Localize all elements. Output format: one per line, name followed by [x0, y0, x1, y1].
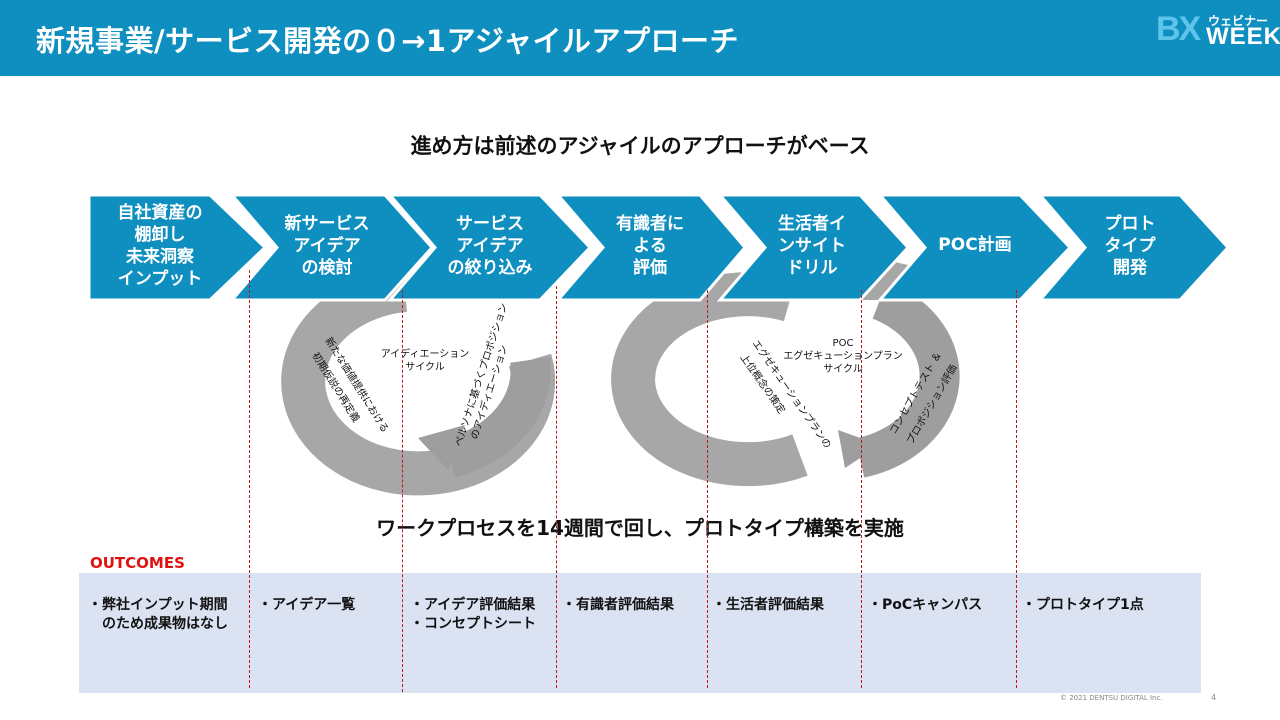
- step-label-3: サービス アイデア の絞り込み: [447, 214, 533, 278]
- phase-divider-4: [707, 290, 708, 688]
- process-arrows: [87, 193, 1231, 302]
- header-bar: 新規事業/サービス開発の０→1アジャイルアプローチ BX ウェビナー WEEK: [0, 0, 1280, 76]
- bx-week-logo: BX ウェビナー WEEK: [1150, 10, 1280, 50]
- cycle2-center-label: POC エグゼキューションプラン サイクル: [783, 338, 903, 375]
- phase-divider-1: [249, 270, 250, 688]
- poc-cycle-ring: [611, 262, 960, 487]
- step-label-2: 新サービス アイデア の検討: [284, 214, 370, 278]
- outcome-2: ・アイデア一覧: [258, 597, 356, 613]
- cycle1-arrowhead: [418, 425, 465, 470]
- cycle2-connector: [862, 262, 908, 300]
- logo-week-text: WEEK: [1206, 23, 1280, 50]
- cycle2-arc-right: [855, 281, 960, 478]
- outcome-5: ・生活者評価結果: [712, 597, 824, 613]
- outcomes-panel: [79, 573, 1201, 693]
- phase-divider-5: [861, 290, 862, 688]
- process-arrow-3: [386, 193, 593, 302]
- process-arrow-5: [716, 193, 911, 302]
- outcome-4: ・有識者評価結果: [562, 597, 674, 613]
- phase-divider-6: [1016, 290, 1017, 688]
- cycle1-center-label: アイディエーション サイクル: [380, 349, 470, 373]
- step-label-6: POC計画: [938, 235, 1012, 255]
- process-arrow-6: [876, 193, 1073, 302]
- step-label-4: 有識者に よる 評価: [616, 214, 684, 278]
- outcome-6: ・PoCキャンパス: [868, 597, 983, 613]
- outcomes-heading: OUTCOMES: [90, 554, 185, 572]
- process-arrow-1: [87, 193, 268, 302]
- step-label-7: プロト タイプ 開発: [1104, 214, 1156, 278]
- logo-webinar-text: ウェビナー: [1208, 14, 1269, 28]
- outcome-1: ・弊社インプット期間 のため成果物はなし: [88, 597, 228, 632]
- step-label-5: 生活者イ ンサイト ドリル: [778, 214, 846, 278]
- cycle1-arc-right: [444, 357, 551, 478]
- logo-bx-text: BX: [1156, 10, 1201, 48]
- page-number: 4: [1211, 693, 1217, 702]
- process-arrow-2: [228, 193, 435, 302]
- cycle2-arrowhead: [838, 430, 880, 468]
- page-title: 新規事業/サービス開発の０→1アジャイルアプローチ: [36, 24, 739, 58]
- phase-divider-3: [556, 286, 557, 688]
- phase-divider-2: [402, 290, 403, 692]
- outcome-7: ・プロトタイプ1点: [1022, 597, 1144, 613]
- cycle2-arc: [611, 272, 808, 487]
- step-label-1: 自社資産の 棚卸し 未来洞察 インプット: [117, 203, 203, 289]
- subtitle: 進め方は前述のアジャイルのアプローチがベース: [410, 134, 870, 158]
- process-arrow-7: [1036, 193, 1231, 302]
- outcome-3: ・アイデア評価結果 ・コンセプトシート: [410, 597, 536, 632]
- copyright: © 2021 DENTSU DIGITAL Inc.: [1060, 694, 1163, 702]
- process-summary: ワークプロセスを14週間で回し、プロトタイプ構築を実施: [376, 516, 904, 540]
- process-arrow-4: [554, 193, 747, 302]
